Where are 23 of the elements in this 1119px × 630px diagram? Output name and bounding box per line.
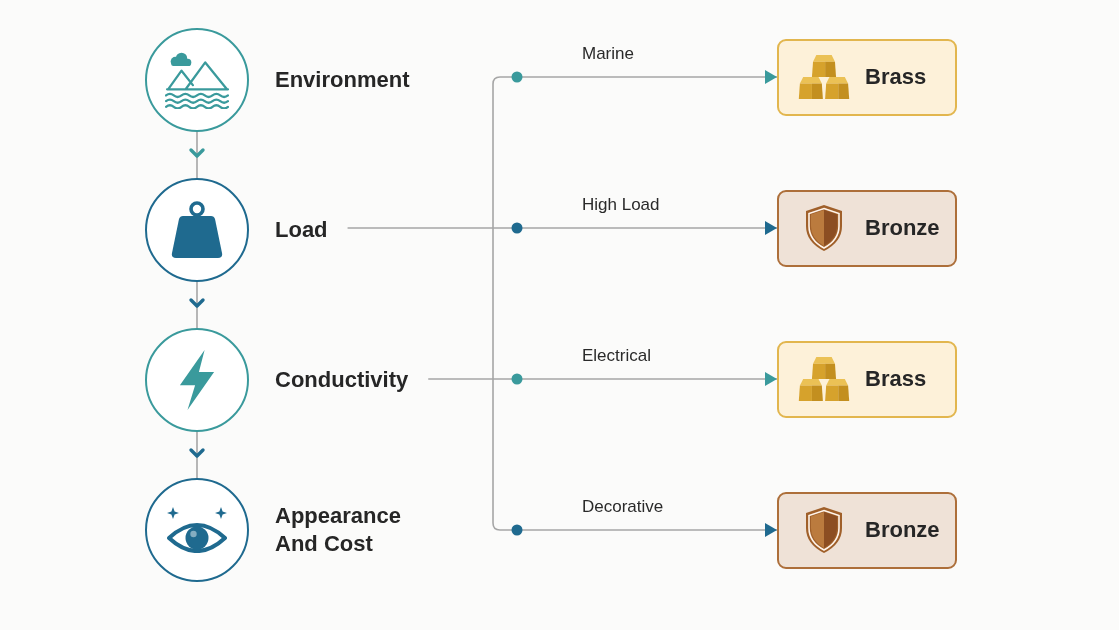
material-box (777, 189, 957, 267)
arrow (492, 70, 778, 305)
edge-label: Marine (582, 44, 634, 64)
material-box (777, 340, 957, 418)
step-label: Environment (275, 66, 410, 94)
edge-label: Decorative (582, 497, 664, 517)
material-label: Bronze (865, 215, 940, 241)
arrow (189, 431, 205, 479)
material-label: Brass (865, 64, 927, 90)
arrow (427, 372, 778, 386)
step-label: Conductivity (275, 366, 409, 394)
material-label: Brass (865, 366, 927, 392)
arrow (346, 221, 778, 235)
material-box (777, 38, 957, 116)
material-box (777, 491, 957, 569)
arrow (189, 281, 205, 329)
step-label: Appearance And Cost (275, 502, 402, 558)
arrow (189, 131, 205, 179)
edge-label: High Load (582, 195, 660, 215)
arrow (492, 303, 778, 537)
edge-label: Electrical (582, 346, 651, 366)
material-label: Bronze (865, 517, 940, 543)
step-label: Load (275, 216, 328, 244)
